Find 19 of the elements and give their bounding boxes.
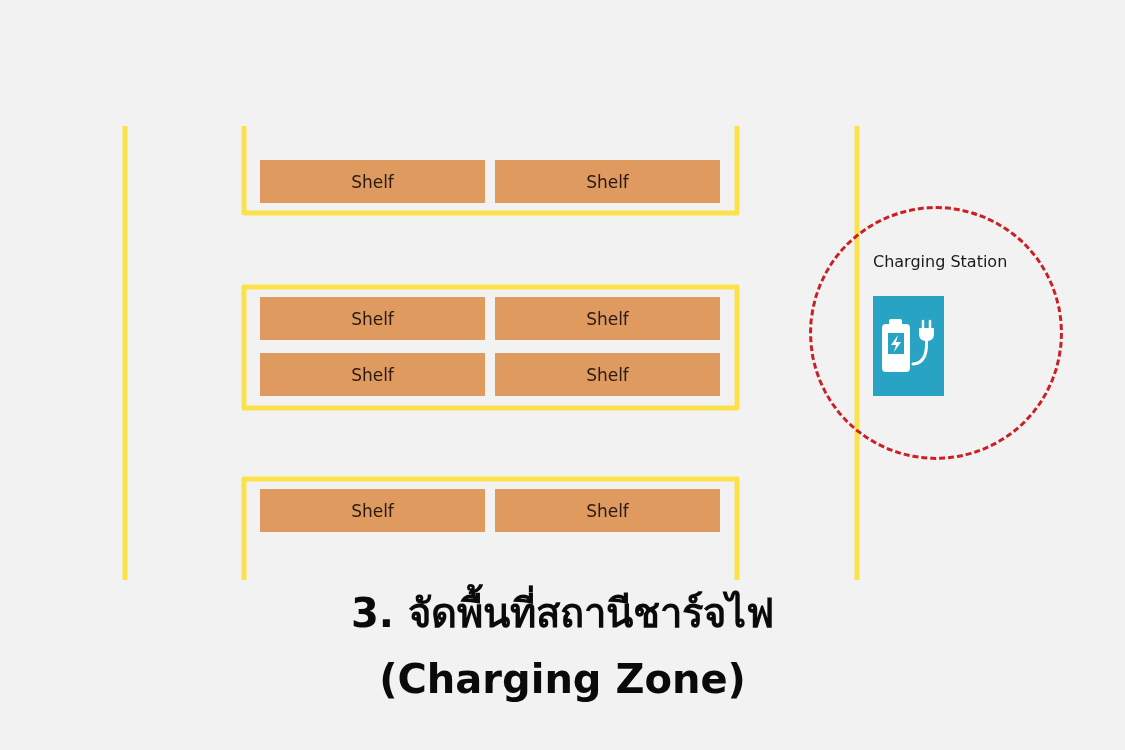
shelf-block [495, 160, 720, 203]
shelf-block [495, 297, 720, 340]
dashed-circle-zone [809, 206, 1063, 460]
shelf-block [260, 353, 485, 396]
shelf-block [260, 489, 485, 532]
shelf-label: Shelf [351, 500, 394, 521]
shelf-label: Shelf [351, 308, 394, 329]
shelf-label: Shelf [351, 171, 394, 192]
shelf-block [260, 160, 485, 203]
shelf-label: Shelf [586, 364, 629, 385]
shelf-label: Shelf [351, 364, 394, 385]
shelf-label: Shelf [586, 500, 629, 521]
station-label: Charging Station [873, 252, 1008, 271]
shelf-block [495, 353, 720, 396]
shelf-block [495, 489, 720, 532]
title: 3. จัดพื้นที่สถานีชาร์จไฟ (Charging Zone) [0, 580, 1125, 712]
shelf-block [260, 297, 485, 340]
shelf-label: Shelf [586, 308, 629, 329]
shelf-label: Shelf [586, 171, 629, 192]
